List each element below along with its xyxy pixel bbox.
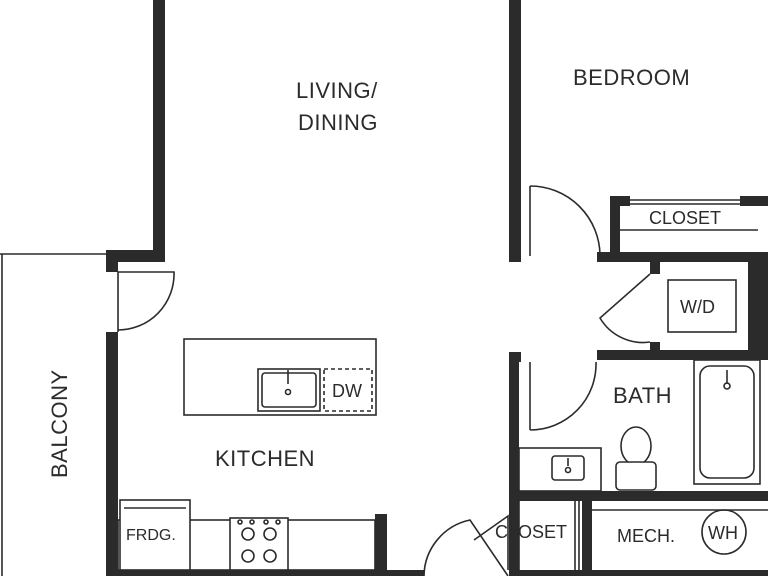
bath-label: BATH [613,383,672,408]
balcony-label: BALCONY [47,369,72,478]
hall-closet [518,501,580,576]
kitchen-counter [117,499,376,571]
toilet-bowl [620,426,652,466]
walls [106,0,768,576]
kitchen-island [183,338,377,416]
wall-bedroom-left-upper [509,0,521,262]
bedroom-closet [620,199,758,231]
fridge [119,499,191,571]
washer-dryer-unit [667,279,737,333]
vanity [518,447,602,492]
wall-bath-left [509,352,519,576]
wall-kitchen-counter-end [375,514,387,576]
bath-door-swing [529,361,597,431]
bath-sink [551,455,585,481]
bedroom-door-swing [529,185,601,257]
wall-closet-left [610,196,620,262]
hall-closet-door [473,514,509,570]
wall-right-edge-upper [758,262,768,354]
wall-closet-top-left [610,196,630,206]
living-dining-label-line2: DINING [298,110,378,135]
water-heater-label: WH [708,523,738,543]
wall-kitchen-bottom [106,570,424,576]
water-heater [701,509,747,555]
wall-wd-left-upper [650,262,660,274]
mech-label: MECH. [617,526,675,546]
balcony-outline [0,253,106,576]
doors [117,185,651,576]
wall-wd-right [748,262,758,354]
balcony-door-swing [117,271,175,331]
dishwasher [323,368,373,412]
wall-kitchen-left-lower [106,332,118,576]
wall-living-left [153,0,165,262]
living-dining-label-line1: LIVING/ [296,78,378,103]
wall-bath-top [597,350,768,360]
bedroom-closet-label: CLOSET [649,208,721,228]
mechanical-room [592,509,768,555]
wall-wd-left-lower [650,342,660,354]
wall-bedroom-bottom [597,252,768,262]
hall-closet-label: CLOSET [495,522,567,542]
wd-door-swing [598,273,651,344]
wall-kitchen-left-upper [106,250,118,272]
wall-closet-top-right [740,196,768,206]
fridge-label: FRDG. [126,527,176,544]
washer-dryer-label: W/D [680,297,715,317]
wall-bottom-right [509,570,768,576]
wall-bath-bottom [509,491,768,501]
wall-closet-mech-divider [582,491,592,576]
stove [229,517,289,571]
dishwasher-label: DW [332,381,362,401]
bedroom-label: BEDROOM [573,65,690,90]
kitchen-sink [257,368,321,412]
kitchen-label: KITCHEN [215,446,315,471]
front-door-swing [423,519,509,576]
toilet-tank [615,461,657,491]
wall-balcony-top [106,250,165,262]
bath-fixtures [518,359,761,492]
